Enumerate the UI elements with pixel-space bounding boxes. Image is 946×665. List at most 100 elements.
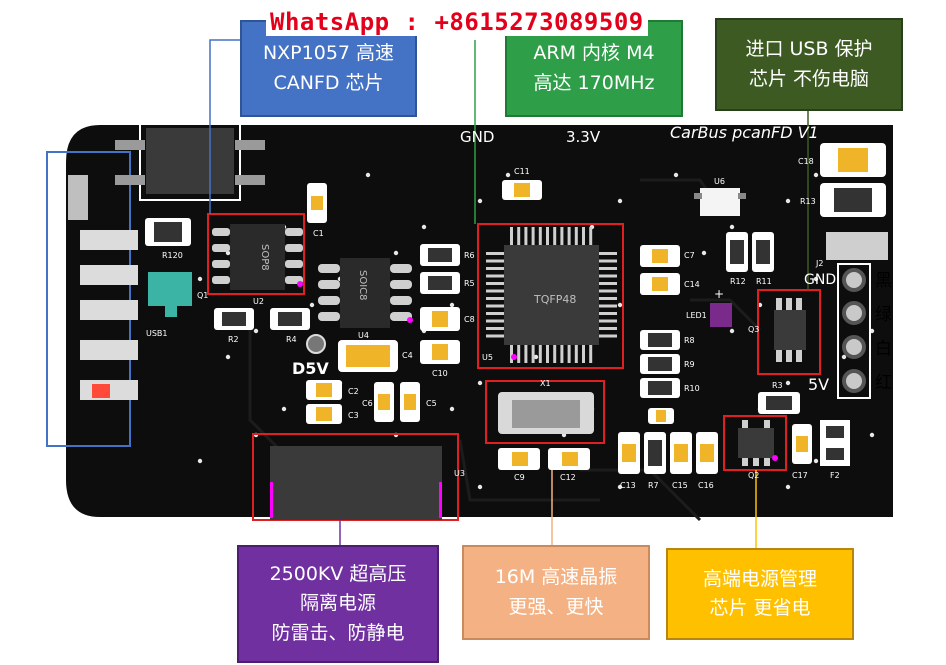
chip-pin [599, 319, 617, 323]
chip-pin [517, 345, 521, 363]
resistor-r9 [640, 354, 680, 374]
pin-label-red: 红 [875, 373, 892, 393]
via-dot [617, 484, 623, 490]
callout-iso-line1: 2500KV 超高压 [269, 562, 407, 585]
ref-c1: C1 [313, 229, 324, 238]
chip-pin [599, 259, 617, 263]
chip-pin [599, 327, 617, 330]
chip-u6 [694, 188, 746, 216]
ref-c14: C14 [684, 280, 700, 289]
chip-pin [486, 312, 504, 315]
via-dot [701, 250, 707, 256]
board-title: CarBus pcanFD V1 [670, 123, 819, 142]
callout-iso-line2: 隔离电源 [299, 592, 376, 615]
via-dot [281, 406, 287, 412]
ref-c3: C3 [348, 411, 359, 420]
chip-pin [510, 227, 513, 245]
chip-pin [486, 259, 504, 263]
watermark-contact: WhatsApp : +8615273089509 [266, 8, 648, 36]
via-dot [505, 172, 511, 178]
via-dot [253, 328, 259, 334]
module-u3 [252, 433, 459, 521]
ref-f2: F2 [830, 471, 840, 480]
via-dot [477, 198, 483, 204]
capacitor-c9 [498, 448, 540, 470]
chip-pin [574, 227, 578, 245]
leader-lines [209, 39, 809, 548]
capacitor-c7 [640, 245, 680, 267]
crystal-x1 [485, 380, 605, 444]
capacitors-c6-c5 [374, 382, 420, 422]
chip-pin [486, 304, 504, 308]
capacitor-c12 [548, 448, 590, 470]
chip-pin [589, 345, 593, 363]
callout-usb-protect: 进口 USB 保护 芯片 不伤电脑 [715, 18, 903, 111]
callout-isolation: 2500KV 超高压 隔离电源 防雷击、防静电 [237, 545, 439, 663]
callout-xtal-line2: 更强、更快 [508, 595, 604, 618]
ref-r3: R3 [772, 381, 783, 390]
ref-u6: U6 [714, 177, 725, 186]
header-j2 [837, 263, 871, 399]
via-dot [813, 458, 819, 464]
capacitor-c14 [640, 273, 680, 295]
chip-pin [599, 312, 617, 315]
chip-pin [486, 297, 504, 300]
capacitor-c11 [502, 180, 542, 200]
ref-c16: C16 [698, 481, 714, 490]
ref-c10: C10 [432, 369, 448, 378]
callout-arm-line2: 高达 170MHz [533, 71, 655, 94]
via-dot [197, 276, 203, 282]
resistor-r2 [214, 308, 254, 330]
ref-u3: U3 [454, 469, 465, 478]
via-dot [841, 354, 847, 360]
callout-xtal-line1: 16M 高速晶振 [494, 566, 618, 589]
ref-c8: C8 [464, 315, 475, 324]
chip-pin [486, 289, 504, 293]
pin-label-black: 黑 [875, 271, 892, 291]
ref-r4: R4 [286, 335, 297, 344]
pin-label-green: 绿 [875, 305, 892, 325]
via-dot [729, 328, 735, 334]
transistor-q1 [148, 272, 192, 317]
via-dot [785, 484, 791, 490]
callout-crystal: 16M 高速晶振 更强、更快 [462, 545, 650, 640]
callout-can-line1: NXP1057 高速 [262, 42, 395, 65]
via-dot [813, 172, 819, 178]
callout-can-line2: CANFD 芯片 [273, 71, 384, 94]
ref-r11: R11 [756, 277, 772, 286]
chip-pin [599, 267, 617, 270]
label-3v3: 3.3V [566, 128, 601, 146]
label-gnd-top: GND [460, 128, 494, 146]
ref-c18: C18 [798, 157, 814, 166]
resistor-r4 [270, 308, 310, 330]
chip-pin [574, 345, 578, 363]
callout-pwr-line2: 芯片 更省电 [709, 597, 811, 619]
chip-pin [599, 297, 617, 300]
label-d5v: D5V [292, 359, 329, 378]
via-dot [449, 406, 455, 412]
resistor-r12 [726, 232, 748, 272]
callout-iso-line3: 防雷击、防静电 [271, 621, 405, 644]
chip-pin [546, 227, 549, 245]
ref-u4: U4 [358, 331, 369, 340]
components-bottom-row [618, 432, 718, 474]
chip-pin [599, 274, 617, 278]
pin-label-white: 白 [875, 339, 892, 359]
via-dot [449, 302, 455, 308]
chip-pin [486, 319, 504, 323]
ref-x1: X1 [540, 379, 551, 388]
chip-pin [486, 267, 504, 270]
capacitor-c4 [338, 340, 398, 372]
via-dot [813, 276, 819, 282]
ref-c4: C4 [402, 351, 413, 360]
chip-label-sop8: SOP8 [259, 244, 270, 271]
callout-can-chip: NXP1057 高速 CANFD 芯片 [240, 20, 417, 117]
resistor-r120 [145, 218, 191, 246]
ref-r9: R9 [684, 360, 695, 369]
pcb-board [66, 125, 893, 517]
callout-power-mgmt: 高端电源管理 芯片 更省电 [666, 548, 854, 640]
via-dot [225, 354, 231, 360]
ref-usb1: USB1 [146, 329, 168, 338]
ref-c9: C9 [514, 473, 525, 482]
